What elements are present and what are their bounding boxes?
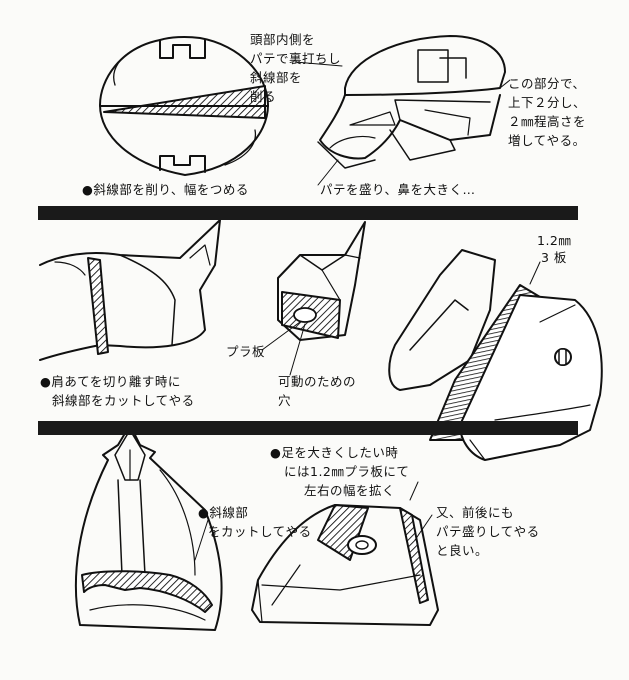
shoulder-view bbox=[39, 219, 221, 361]
note-hatched-cut: ●斜線部 をカットしてやる bbox=[198, 503, 312, 541]
note-line: パテで裏打ちし bbox=[250, 51, 342, 66]
note-line: 頭部内側を bbox=[250, 32, 316, 47]
note-line: をカットしてやる bbox=[208, 524, 312, 539]
note-plastic-plate: プラ板 bbox=[226, 344, 266, 359]
note-line: ●斜線部 bbox=[198, 505, 249, 520]
note-line: 可動のための bbox=[278, 374, 357, 389]
note-line: 左右の幅を拡く bbox=[304, 483, 396, 498]
note-line: 斜線部をカットしてやる bbox=[52, 393, 195, 408]
note-line: と良い。 bbox=[436, 543, 489, 558]
note-line: ●肩あてを切り離す時に bbox=[40, 374, 181, 389]
note-trim-width: ●斜線部を削り、幅をつめる bbox=[82, 182, 249, 197]
note-line: 又、前後にも bbox=[436, 505, 515, 520]
note-line: パテ盛りしてやる bbox=[436, 524, 540, 539]
note-head-inner: 頭部内側を パテで裏打ちし 斜線部を 削る bbox=[250, 30, 341, 106]
note-putty-nose: パテを盛り、鼻を大きく… bbox=[320, 182, 476, 197]
note-line: この部分で、 bbox=[508, 76, 586, 91]
joint-block-view bbox=[277, 221, 366, 341]
note-line: 1.2㎜ bbox=[537, 233, 572, 248]
head-split-view bbox=[317, 35, 506, 169]
note-shoulder-cut: ●肩あてを切り離す時に 斜線部をカットしてやる bbox=[40, 372, 195, 410]
note-plastic-thickness: 1.2㎜ 3 板 bbox=[537, 232, 571, 266]
note-line: 3 板 bbox=[541, 250, 567, 265]
note-foot-widen: ●足を大きくしたい時 には1.2㎜プラ板にて 左右の幅を拡く bbox=[270, 443, 409, 500]
note-line: には1.2㎜プラ板にて bbox=[284, 464, 410, 479]
note-line: ２㎜程高さを bbox=[508, 114, 587, 129]
note-line: ●足を大きくしたい時 bbox=[270, 445, 399, 460]
note-split-height: この部分で、 上下２分し、 ２㎜程高さを 増してやる。 bbox=[508, 74, 586, 150]
foot-side-view bbox=[251, 504, 439, 626]
arm-cone-view bbox=[74, 424, 223, 631]
note-putty-front-back: 又、前後にも パテ盛りしてやる と良い。 bbox=[436, 503, 540, 560]
separator-bar-top bbox=[38, 206, 578, 220]
note-line: 削る bbox=[250, 89, 277, 104]
separator-bar-bottom bbox=[38, 421, 578, 435]
foot-widen-view bbox=[388, 249, 603, 461]
note-movable-hole: 可動のための 穴 bbox=[278, 372, 356, 410]
note-line: 穴 bbox=[278, 393, 292, 408]
note-line: 増してやる。 bbox=[508, 133, 586, 148]
note-line: 上下２分し、 bbox=[508, 95, 587, 110]
note-line: 斜線部を bbox=[250, 70, 303, 85]
head-top-view bbox=[99, 35, 269, 176]
